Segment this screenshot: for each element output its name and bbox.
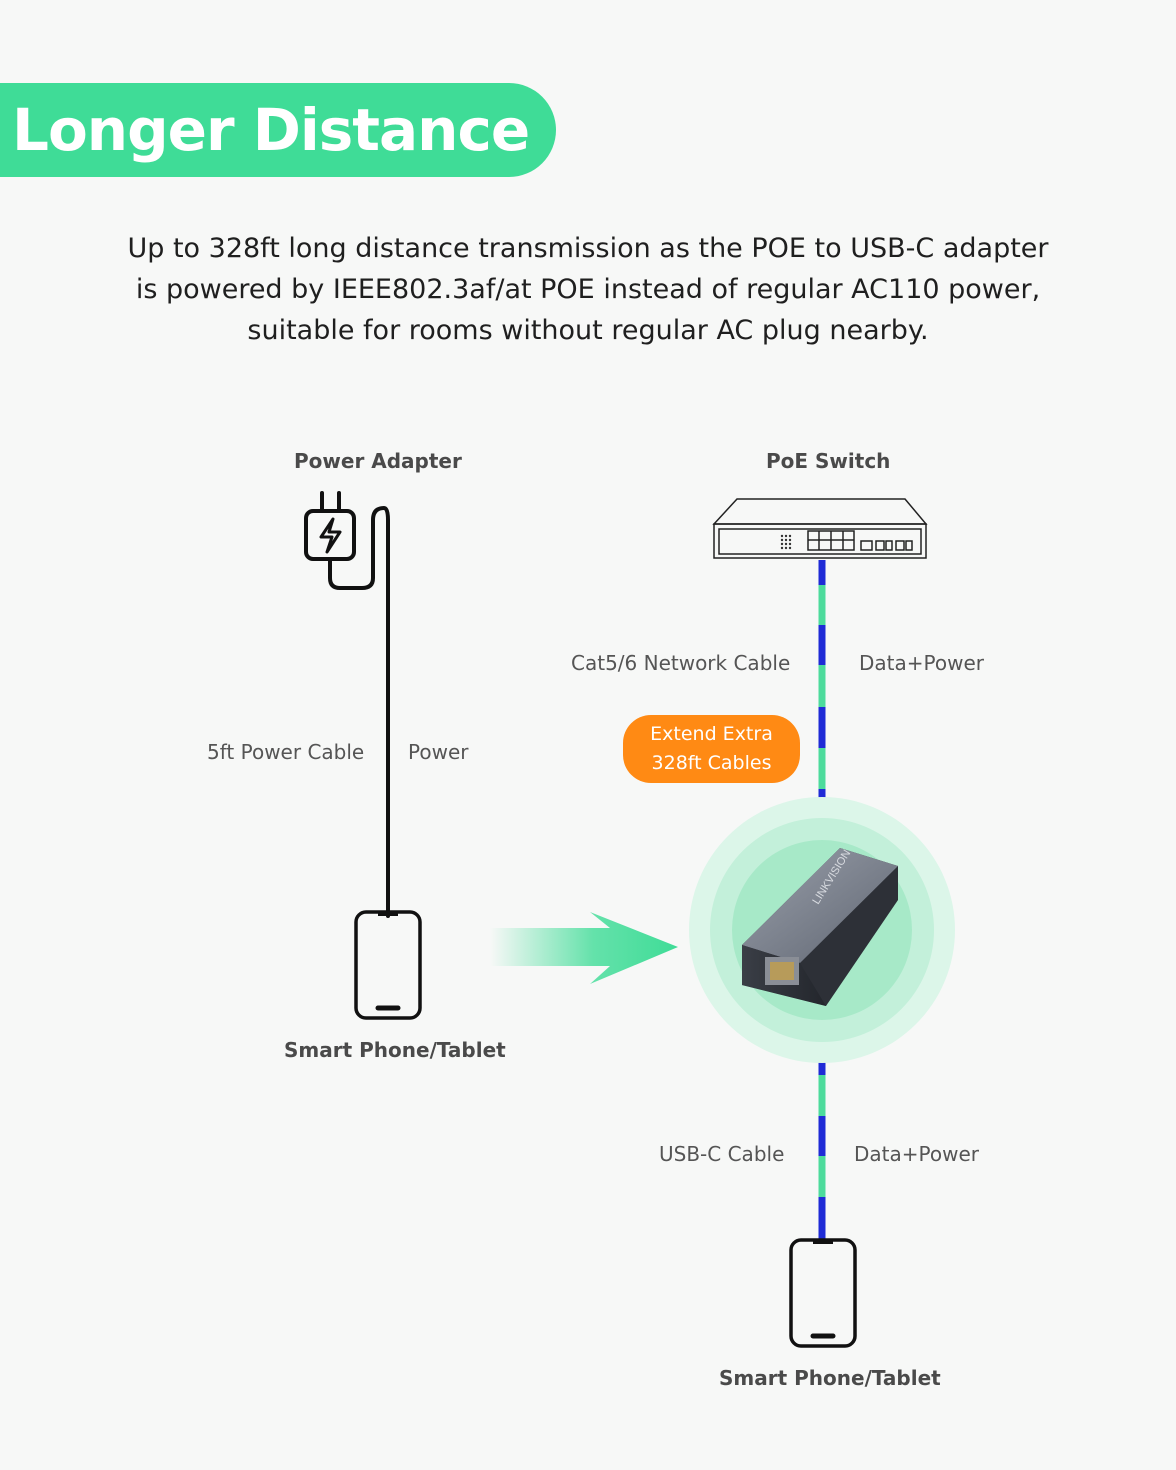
power-cable-label: 5ft Power Cable <box>207 740 365 764</box>
intro-text: Up to 328ft long distance transmission a… <box>80 228 1096 351</box>
badge-line: Extend Extra <box>650 723 773 745</box>
usb-c-cable-label: USB-C Cable <box>659 1142 785 1166</box>
intro-line: suitable for rooms without regular AC pl… <box>247 315 929 346</box>
power-adapter-label: Power Adapter <box>294 449 462 473</box>
title-banner: Longer Distance <box>0 83 556 177</box>
intro-line: Up to 328ft long distance transmission a… <box>127 233 1049 264</box>
poe-switch-icon <box>712 498 928 559</box>
power-plug-icon <box>304 491 390 918</box>
intro-line: is powered by IEEE802.3af/at POE instead… <box>135 274 1041 305</box>
power-signal-label: Power <box>408 740 469 764</box>
upper-signal-label: Data+Power <box>859 651 984 675</box>
network-cable-label: Cat5/6 Network Cable <box>571 651 791 675</box>
left-device-label: Smart Phone/Tablet <box>284 1038 506 1062</box>
right-device-label: Smart Phone/Tablet <box>719 1366 941 1390</box>
page-title: Longer Distance <box>12 96 530 164</box>
poe-switch-label: PoE Switch <box>766 449 891 473</box>
arrow-icon <box>490 912 678 984</box>
badge-line: 328ft Cables <box>651 752 772 774</box>
phone-icon <box>789 1238 857 1348</box>
phone-icon <box>354 910 422 1020</box>
extend-cable-badge: Extend Extra 328ft Cables <box>623 715 800 783</box>
lower-signal-label: Data+Power <box>854 1142 979 1166</box>
